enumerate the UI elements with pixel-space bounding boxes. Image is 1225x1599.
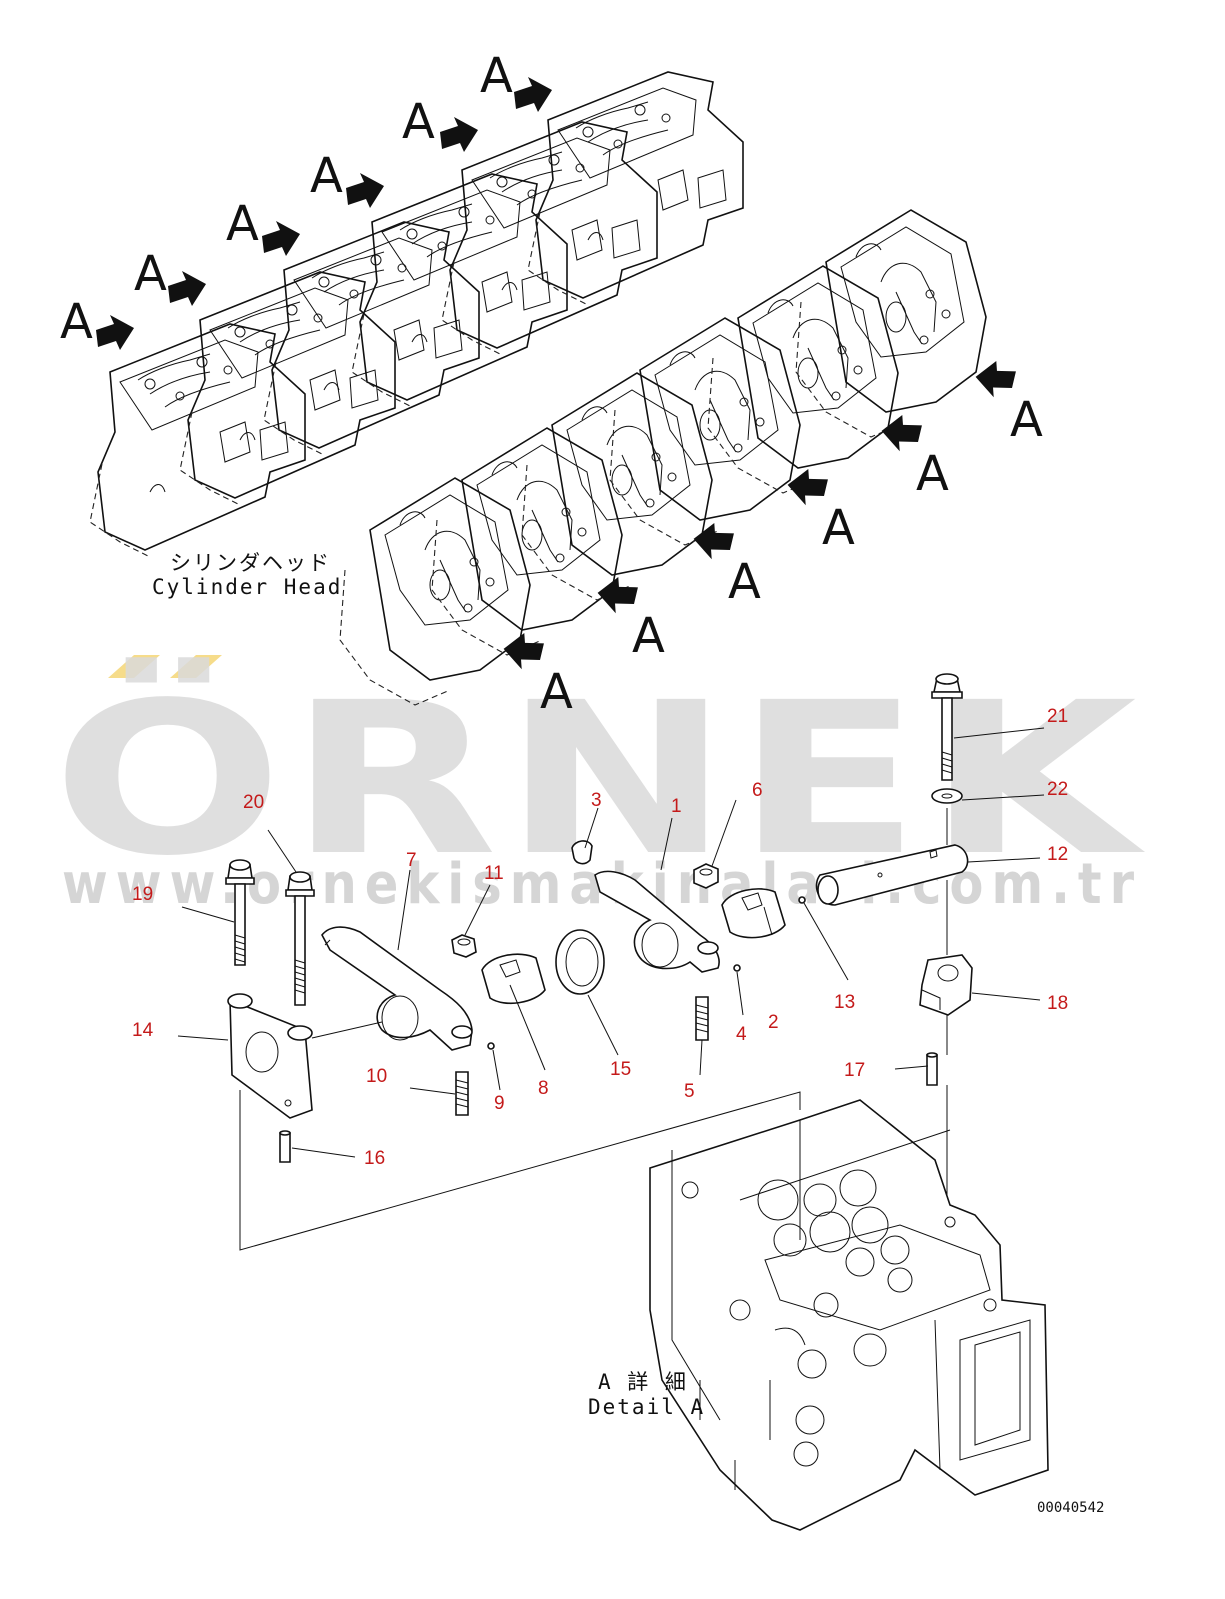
arrow-icon <box>96 315 134 350</box>
part-pin-17 <box>926 1052 938 1086</box>
part-ball-9 <box>487 1042 495 1050</box>
view-marker-a: A <box>1010 392 1043 448</box>
upper-view-markers: A A A A A A <box>60 48 552 350</box>
view-marker-a: A <box>632 608 665 664</box>
assembly-axis <box>239 808 948 1251</box>
callout-13: 13 <box>834 992 855 1013</box>
view-marker-a: A <box>60 294 93 350</box>
cylinder-head-label: シリンダヘッド Cylinder Head <box>152 551 342 599</box>
callout-7: 7 <box>406 850 417 871</box>
part-nut-6 <box>693 863 719 889</box>
view-marker-a: A <box>402 94 435 150</box>
drawing-number: 00040542 <box>1037 1500 1104 1516</box>
callout-16: 16 <box>364 1148 385 1169</box>
callout-2: 2 <box>768 1012 779 1033</box>
callout-8: 8 <box>538 1078 549 1099</box>
callout-12: 12 <box>1047 844 1068 865</box>
part-bolt-21 <box>931 673 963 781</box>
callout-3: 3 <box>591 790 602 811</box>
detail-a-assembly <box>225 673 1049 1531</box>
part-screw-10 <box>455 1071 469 1116</box>
callout-10: 10 <box>366 1066 387 1087</box>
callout-19: 19 <box>132 884 153 905</box>
detail-a-label-en: Detail A <box>588 1395 705 1419</box>
part-plug-3 <box>571 840 593 865</box>
part-bolt-20 <box>285 871 315 1006</box>
view-marker-a: A <box>916 446 949 502</box>
callout-22: 22 <box>1047 779 1068 800</box>
part-bracket-18 <box>919 954 973 1016</box>
leader-lines <box>177 727 1045 1158</box>
callout-14: 14 <box>132 1020 154 1041</box>
callout-18: 18 <box>1047 993 1068 1014</box>
callout-17: 17 <box>844 1060 865 1081</box>
part-shaft-12 <box>815 844 969 906</box>
callout-20: 20 <box>243 792 264 813</box>
arrow-icon <box>346 173 384 208</box>
cylinder-head-label-en: Cylinder Head <box>152 575 342 599</box>
part-washer-22 <box>931 788 963 804</box>
view-marker-a: A <box>822 500 855 556</box>
arrow-icon <box>262 221 300 256</box>
detail-a-label: A 詳 細 Detail A <box>588 1370 705 1419</box>
lower-view-markers: A A A A A A <box>499 356 1043 720</box>
part-ring-15 <box>555 929 605 995</box>
cylinder-head-label-jp: シリンダヘッド <box>170 551 331 575</box>
arrow-icon <box>168 271 206 306</box>
part-bushing-2 <box>721 888 786 939</box>
callout-5: 5 <box>684 1081 695 1102</box>
callout-1: 1 <box>671 796 682 817</box>
view-marker-a: A <box>480 48 513 104</box>
callout-21: 21 <box>1047 706 1068 727</box>
part-rocker-arm-7 <box>321 926 473 1051</box>
part-bolt-19 <box>225 859 255 966</box>
arrow-icon <box>440 117 478 152</box>
part-bushing-8 <box>481 953 546 1005</box>
part-rocker-arm-1 <box>594 870 720 973</box>
callout-numbers: 1 2 3 4 5 6 7 8 9 10 11 12 13 14 15 16 1… <box>132 706 1068 1169</box>
view-marker-a: A <box>728 554 761 610</box>
callout-4: 4 <box>736 1024 747 1045</box>
part-pin-16 <box>279 1130 291 1163</box>
view-marker-a: A <box>226 196 259 252</box>
callout-9: 9 <box>494 1093 505 1114</box>
part-nut-11 <box>451 934 477 958</box>
arrow-icon <box>514 77 552 112</box>
detail-a-label-jp: A 詳 細 <box>598 1370 688 1394</box>
callout-11: 11 <box>484 863 504 884</box>
part-bracket <box>227 993 313 1119</box>
part-screw-5 <box>695 996 709 1041</box>
view-marker-a: A <box>134 246 167 302</box>
part-ball-4 <box>733 964 741 972</box>
callout-15: 15 <box>610 1059 631 1080</box>
part-ball-13 <box>798 896 806 904</box>
view-marker-a: A <box>540 664 573 720</box>
detail-cylinder-head <box>649 1099 1049 1531</box>
callout-6: 6 <box>752 780 763 801</box>
view-marker-a: A <box>310 148 343 204</box>
watermark-accent-mark <box>108 655 222 678</box>
